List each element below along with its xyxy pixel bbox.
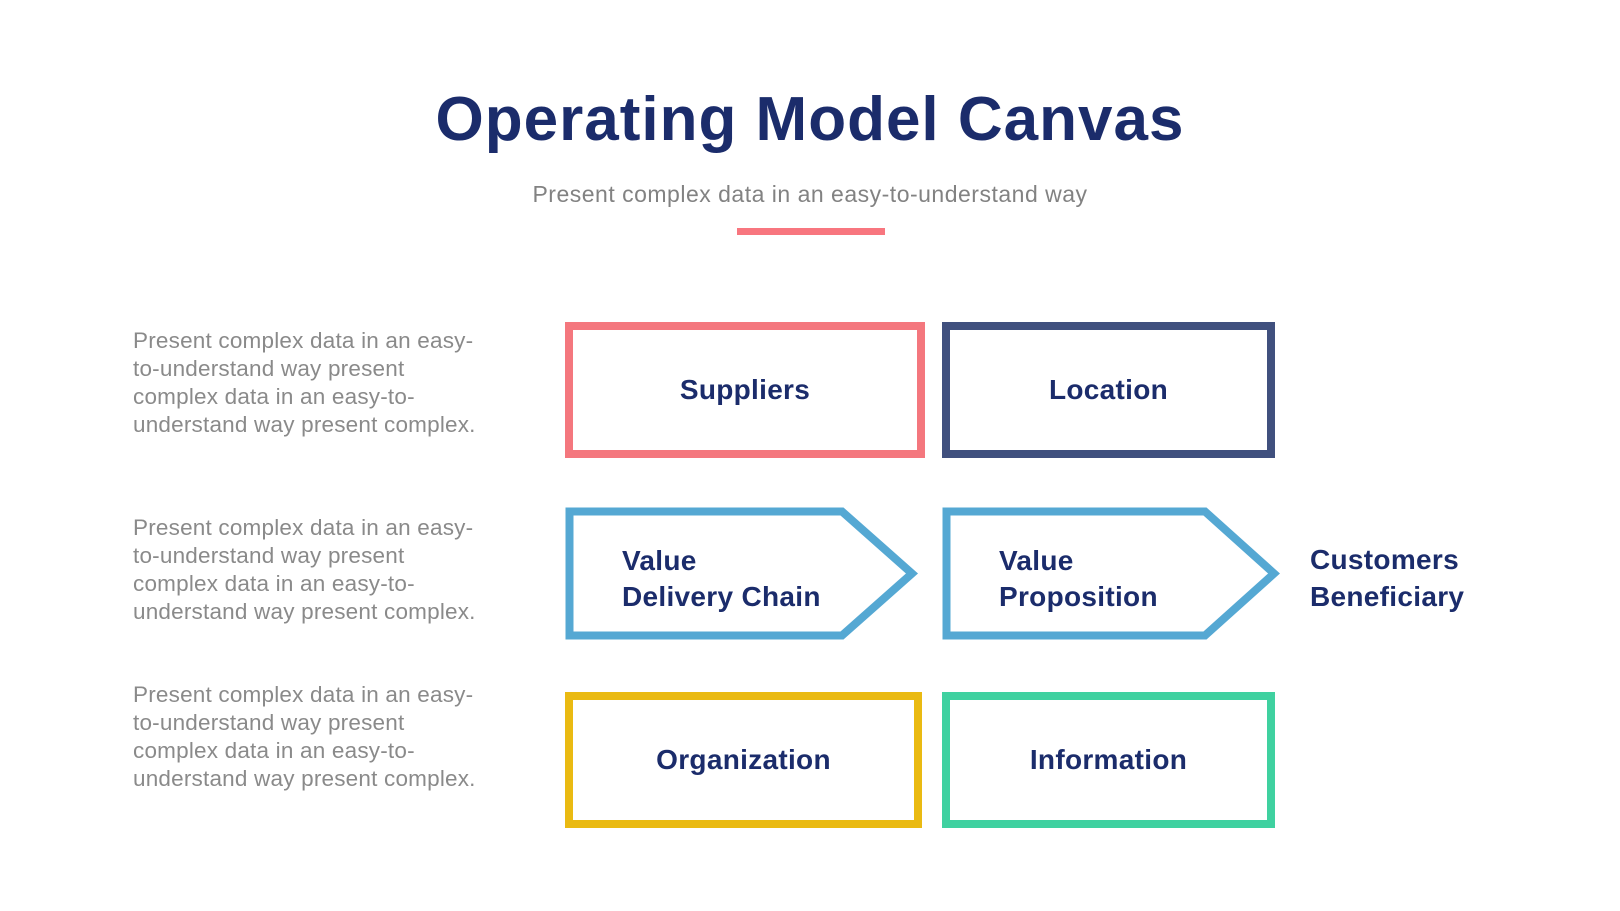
description-line: Present complex data in an easy- xyxy=(133,328,474,353)
arrow-value-delivery-chain: Value Delivery Chain xyxy=(565,507,919,640)
box-suppliers: Suppliers xyxy=(565,322,925,458)
description-line: understand way present complex. xyxy=(133,599,476,624)
description-line: Present complex data in an easy- xyxy=(133,515,474,540)
right-arrow-outline xyxy=(942,507,1280,640)
description-row-2: Present complex data in an easy- to-unde… xyxy=(133,514,553,626)
box-information-label: Information xyxy=(1029,744,1188,775)
right-arrow-shape xyxy=(942,507,1280,640)
box-suppliers-label: Suppliers xyxy=(679,374,811,405)
description-line: to-understand way present xyxy=(133,543,405,568)
right-arrow-outline xyxy=(565,507,919,640)
arrow-label-line: Value xyxy=(999,544,1074,576)
title-divider xyxy=(737,228,885,235)
page-subtitle: Present complex data in an easy-to-under… xyxy=(532,181,1088,207)
box-information: Information xyxy=(942,692,1275,828)
description-line: to-understand way present xyxy=(133,710,405,735)
right-arrow-shape xyxy=(565,507,919,640)
side-label-line: Customers xyxy=(1310,544,1459,575)
customers-beneficiary-label: Customers Beneficiary xyxy=(1310,541,1464,615)
box-location: Location xyxy=(942,322,1275,458)
description-row-1: Present complex data in an easy- to-unde… xyxy=(133,327,553,439)
description-line: understand way present complex. xyxy=(133,766,476,791)
arrow-value-proposition: Value Proposition xyxy=(942,507,1280,640)
description-line: complex data in an easy-to- xyxy=(133,738,415,763)
box-organization: Organization xyxy=(565,692,922,828)
arrow-label-line: Delivery Chain xyxy=(622,580,821,612)
description-line: Present complex data in an easy- xyxy=(133,682,474,707)
page-title: Operating Model Canvas xyxy=(435,85,1185,154)
arrow-value-delivery-chain-label: Value Delivery Chain xyxy=(565,507,845,640)
description-line: understand way present complex. xyxy=(133,412,476,437)
description-line: complex data in an easy-to- xyxy=(133,384,415,409)
description-line: to-understand way present xyxy=(133,356,405,381)
arrow-label-line: Value xyxy=(622,544,697,576)
side-label-line: Beneficiary xyxy=(1310,581,1465,612)
description-row-3: Present complex data in an easy- to-unde… xyxy=(133,681,553,793)
arrow-label-line: Proposition xyxy=(999,580,1158,612)
description-line: complex data in an easy-to- xyxy=(133,571,415,596)
box-location-label: Location xyxy=(1048,374,1169,405)
arrow-value-proposition-label: Value Proposition xyxy=(942,507,1207,640)
box-organization-label: Organization xyxy=(656,744,831,775)
